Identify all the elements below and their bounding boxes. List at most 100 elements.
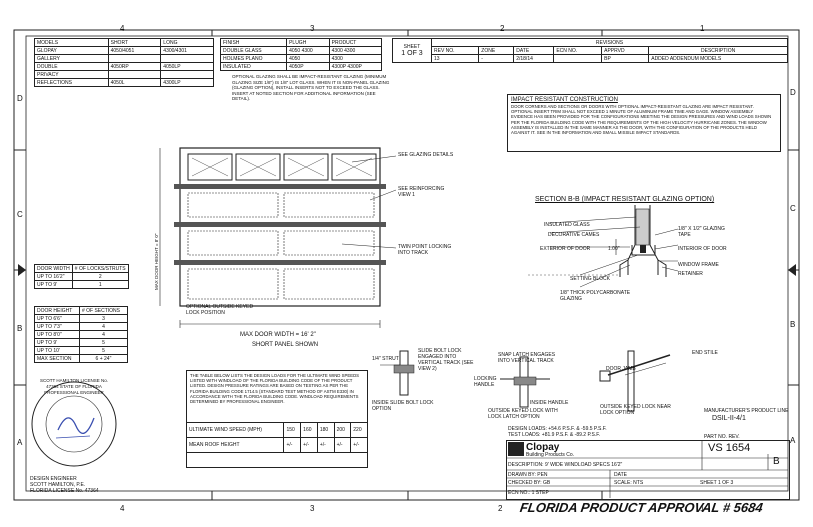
door-elevation [159, 147, 386, 328]
scale: SCALE: NTS [614, 480, 644, 486]
sheet-value: 1 OF 3 [401, 50, 423, 57]
checked-by: CHECKED BY: GB [508, 480, 551, 486]
model-header: MODELS [34, 38, 109, 47]
model-cell [107, 70, 162, 79]
label-twin-point: TWIN POINT LOCKING INTO TRACK [398, 244, 452, 256]
engineer-seal [31, 381, 117, 467]
grid-bottom-3: 3 [310, 504, 315, 513]
company-sub: Building Products Co. [526, 452, 575, 458]
title-block-lines [506, 440, 788, 498]
sheet-no: SHEET 1 OF 3 [700, 480, 734, 486]
impact-note-title: IMPACT RESISTANT CONSTRUCTION [511, 97, 618, 103]
grid-top-2: 2 [500, 24, 505, 33]
dh-cell: 6 + 24" [78, 354, 129, 363]
load-row2-label: MEAN ROOF HEIGHT [185, 437, 285, 453]
label-inside-handle: INSIDE HANDLE [530, 400, 569, 406]
dw-header: # OF LOCKS/STRUTS [71, 264, 129, 273]
model-cell: GLOPAY [34, 46, 109, 55]
load-pressure: +/- [316, 437, 335, 453]
model-cell: 4050L [107, 78, 162, 87]
label-end-stile: END STILE [692, 350, 718, 356]
label-reinforcing: SEE REINFORCING VIEW 1 [398, 186, 445, 198]
load-pressure: +/- [333, 437, 352, 453]
product-code: DSIL-II-4/1 [712, 415, 746, 422]
design-loads: DESIGN LOADS: +54.6 P.S.F. & -59.5 P.S.F… [508, 426, 607, 432]
load-pressure: +/- [350, 437, 368, 453]
revision-table: SHEET 1 OF 3 REVISIONS REV NO. ZONE DATE… [392, 38, 788, 63]
rev-header: REV NO. [430, 46, 480, 55]
label-window-frame: WINDOW FRAME [678, 262, 719, 268]
load-speed: 150 [283, 422, 302, 438]
seal-ring-text: SCOTT HAMILTON LICENSE No. 47364 STATE O… [39, 378, 108, 395]
engineer-name: SCOTT HAMILTON, P.E. [30, 482, 86, 488]
dh-cell: 4 [78, 330, 129, 339]
grid-right-b: B [790, 320, 796, 329]
dh-cell: 4 [78, 322, 129, 331]
label-exterior: EXTERIOR OF DOOR [540, 246, 591, 252]
ecn: ECN NO.: 1 STEP [508, 490, 549, 496]
test-loads: TEST LOADS: +81.9 P.S.F. & -89.2 P.S.F. [508, 432, 601, 438]
label-outside-keyed: OPTIONAL OUTSIDE KEYED LOCK POSITION [186, 304, 254, 316]
grid-top-1: 1 [700, 24, 705, 33]
part-no-label: PART NO. REV. [704, 434, 740, 440]
dh-cell: UP TO 10' [34, 346, 80, 355]
lock-details [380, 350, 671, 412]
model-cell: PRIVACY [34, 70, 109, 79]
rev-cell: 13 [430, 54, 480, 63]
load-row1-label: ULTIMATE WIND SPEED (MPH) [185, 422, 285, 438]
model-cell: GALLERY [34, 54, 109, 63]
grid-left-b: B [17, 324, 23, 333]
engineer-label: DESIGN ENGINEER [30, 476, 77, 482]
glass-cell: 4050 4300 [286, 46, 330, 55]
glass-cell: DOUBLE GLASS [219, 46, 288, 55]
dw-cell: 1 [71, 280, 129, 289]
model-cell: 4300LP [160, 78, 214, 87]
label-inside-slide: INSIDE SLIDE BOLT LOCK OPTION [372, 400, 434, 412]
grid-left-a: A [17, 438, 23, 447]
grid-right-a: A [790, 436, 796, 445]
rev-header: ZONE [478, 46, 515, 55]
model-cell: DOUBLE [34, 62, 109, 71]
label-dim-1: 1.00" [608, 246, 620, 252]
impact-note-text: DOOR CORNERS AND SECTIONS OR DOORS WITH … [511, 104, 772, 136]
rev-header: DESCRIPTION [648, 46, 788, 55]
label-outside-keyed-lock: OUTSIDE KEYED LOCK NEAR LOCK OPTION [600, 404, 671, 416]
elevation-dimension: MAX DOOR WIDTH = 16' 2" [240, 332, 316, 338]
description: DESCRIPTION: 9' WIDE WINDLOAD SPECS 16'2… [508, 462, 623, 468]
model-cell: 4050RP [107, 62, 162, 71]
grid-top-3: 3 [310, 24, 315, 33]
glass-cell: INSULATED [219, 62, 288, 71]
rev-header: DATE [513, 46, 555, 55]
section-drawing [528, 205, 679, 288]
glass-cell: 4300 [328, 54, 383, 63]
glass-cell: 4300 4300 [328, 46, 383, 55]
label-outside-keyed-latch: OUTSIDE KEYED LOCK WITH LOCK LATCH OPTIO… [488, 408, 558, 420]
dh-header: # OF SECTIONS [78, 306, 129, 315]
dh-cell: MAX SECTION [34, 354, 80, 363]
grid-bottom-1: 1 [700, 504, 705, 513]
glass-header: PRODUCT [328, 38, 383, 47]
load-speed: 220 [350, 422, 368, 438]
leader-lines [341, 155, 397, 249]
dh-cell: 3 [78, 314, 129, 323]
load-pressure: +/- [283, 437, 302, 453]
rev-header: ECN NO. [553, 46, 603, 55]
grid-right-d: D [790, 88, 796, 97]
dw-cell: UP TO 16'2" [34, 272, 73, 281]
manufacturer-label: MANUFACTURER'S PRODUCT LINE [704, 408, 789, 414]
glass-cell: 4300P 4300P [328, 62, 383, 71]
load-speed: 180 [316, 422, 335, 438]
model-header: LONG [160, 38, 214, 47]
rev-cell: - [478, 54, 515, 63]
model-cell [160, 70, 214, 79]
label-retainer: RETAINER [678, 271, 703, 277]
section-title: SECTION B-B (IMPACT RESISTANT GLAZING OP… [535, 196, 715, 203]
revisions-title: REVISIONS [431, 38, 788, 47]
glass-cell: HOLMES PLANO [219, 54, 288, 63]
label-setting-block: SETTING BLOCK [570, 276, 611, 282]
grid-left-c: C [17, 210, 23, 219]
rev-header: APPRVD [601, 46, 650, 55]
dh-cell: UP TO 7'3" [34, 322, 80, 331]
label-slide-bolt: SLIDE BOLT LOCK ENGAGED INTO VERTICAL TR… [418, 348, 474, 372]
